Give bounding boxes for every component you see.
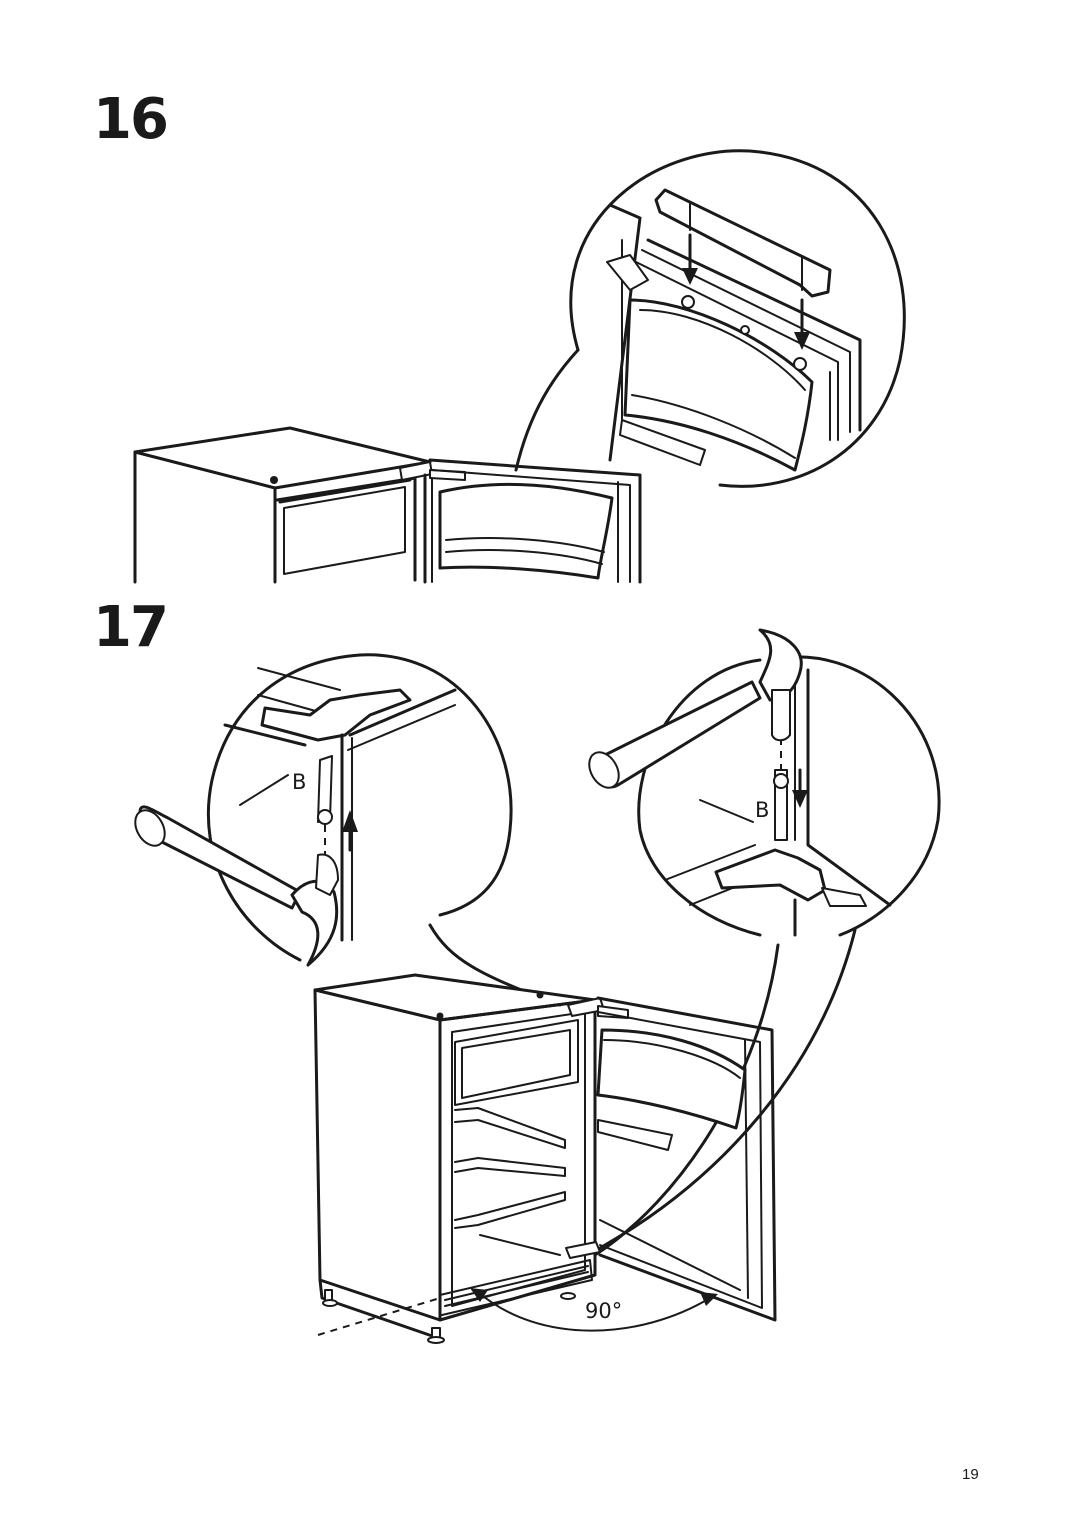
step17-right-detail-circle: B bbox=[588, 628, 941, 937]
right-callout-line bbox=[598, 928, 857, 1250]
page-number: 19 bbox=[962, 1466, 979, 1483]
door-angle-indicator: 90° bbox=[317, 1288, 718, 1336]
step17-fridge-illustration bbox=[313, 973, 777, 1344]
door-angle-label: 90° bbox=[585, 1299, 622, 1323]
step-number-17: 17 bbox=[93, 595, 169, 660]
step-number-16: 16 bbox=[93, 87, 169, 152]
step16-detail-circle bbox=[514, 149, 906, 488]
step17-left-detail-circle: B bbox=[134, 653, 513, 967]
step16-fridge-top-illustration bbox=[133, 426, 642, 584]
right-callout-line-inner bbox=[593, 943, 780, 1257]
hinge-part-b-label-left: B bbox=[292, 770, 306, 794]
hinge-part-b-label-right: B bbox=[755, 798, 769, 822]
